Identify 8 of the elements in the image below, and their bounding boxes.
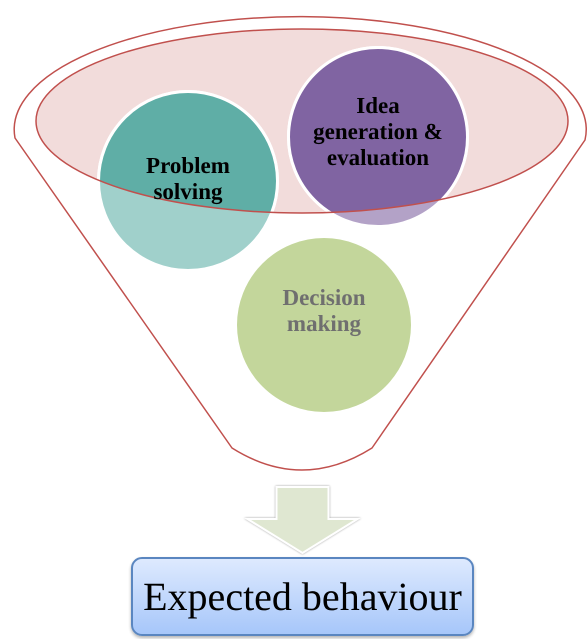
circle: [287, 46, 469, 228]
circle: [234, 235, 414, 415]
circle-label: Problem solving: [145, 153, 231, 205]
result-box: [131, 557, 474, 636]
result-label: Expected behaviour: [143, 573, 462, 620]
circle-label: Decision making: [281, 285, 367, 337]
circle-label: Idea generation & evaluation: [312, 93, 444, 171]
circle: [97, 90, 279, 272]
